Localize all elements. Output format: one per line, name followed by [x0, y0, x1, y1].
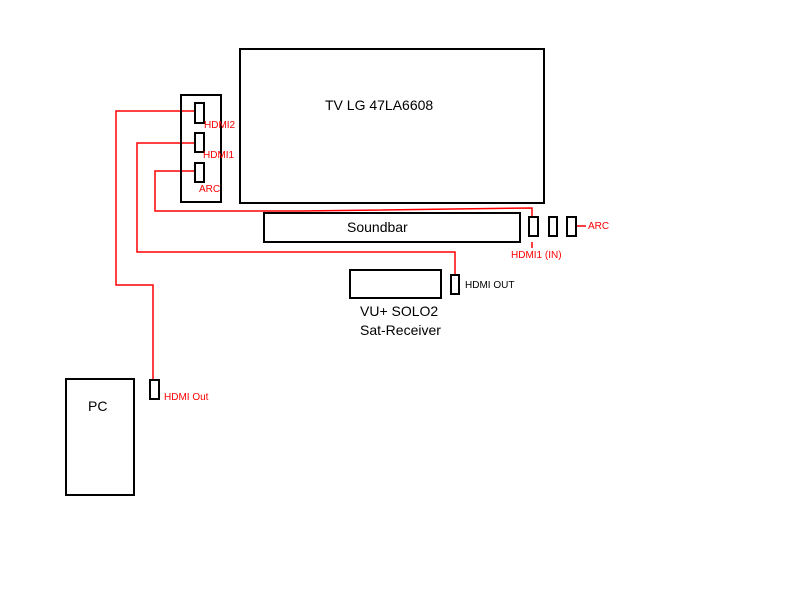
- receiver-hdmi-port: [450, 274, 460, 295]
- soundbar-label: Soundbar: [347, 219, 408, 235]
- tv-hdmi2-port: [194, 102, 205, 124]
- receiver-box: [349, 269, 442, 299]
- wire-pc-to-tv-hdmi2: [115, 110, 195, 380]
- tv-port-panel: [180, 94, 222, 203]
- tv-label: TV LG 47LA6608: [325, 97, 433, 113]
- tv-arc-port: [194, 162, 205, 183]
- receiver-label-line1: VU+ SOLO2: [360, 303, 438, 319]
- wire-tv-arc-to-soundbar: [154, 170, 533, 217]
- soundbar-arc-label: ARC: [588, 221, 609, 232]
- tv-box: [239, 48, 545, 204]
- soundbar-hdmi1-port: [528, 216, 539, 237]
- soundbar-hdmi1-label: HDMI1 (IN): [511, 250, 562, 261]
- wire-receiver-to-tv-hdmi1: [136, 142, 456, 275]
- pc-hdmi-port: [149, 379, 160, 400]
- soundbar-box: [263, 212, 521, 243]
- receiver-port-label: HDMI OUT: [465, 280, 514, 291]
- tv-hdmi1-port: [194, 132, 205, 153]
- tv-hdmi2-label: HDMI2: [204, 120, 236, 131]
- tv-arc-label: ARC: [199, 184, 220, 195]
- tv-hdmi1-label: HDMI1: [203, 150, 235, 161]
- soundbar-arc-port: [566, 216, 577, 237]
- receiver-label-line2: Sat-Receiver: [360, 322, 441, 338]
- soundbar-port-2: [548, 216, 558, 237]
- pc-port-label: HDMI Out: [164, 392, 209, 403]
- pc-box: [65, 378, 135, 496]
- pc-label: PC: [88, 398, 107, 414]
